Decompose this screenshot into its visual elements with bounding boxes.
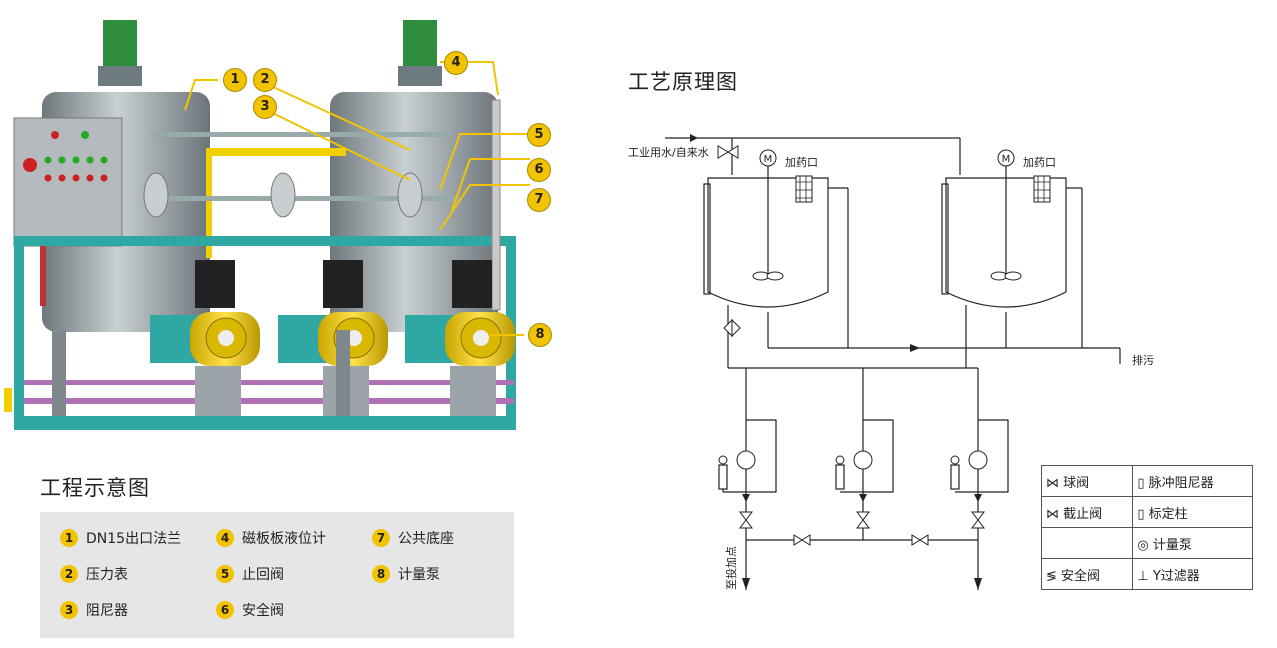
legend-item-1: 1 DN15出口法兰: [60, 528, 181, 548]
legend-label-3: 阻尼器: [86, 603, 128, 619]
callout-6: 6: [527, 158, 551, 182]
symbol-legend-table: ⋈ 球阀 ▯ 脉冲阻尼器 ⋈ 截止阀 ▯ 标定柱 ◎ 计量泵 ≶ 安全阀 ⊥ Y…: [1040, 465, 1253, 590]
pulse-damper-icon: ▯: [1137, 475, 1145, 491]
callout-5: 5: [527, 123, 551, 147]
callout-3: 3: [253, 95, 277, 119]
badge-4: 4: [216, 529, 234, 547]
callout-1: 1: [223, 68, 247, 92]
process-schematic: M M 工业用水/自来水 加药口 加药口 排污 至投加点: [628, 134, 1154, 590]
symbol-label-1: 球阀: [1063, 475, 1090, 491]
ball-valve-icon: ⋈: [1046, 475, 1059, 491]
legend-label-6: 安全阀: [242, 603, 284, 619]
legend-label-1: DN15出口法兰: [86, 531, 182, 547]
callout-4: 4: [444, 51, 468, 75]
symbol-cell-6: ◎ 计量泵: [1132, 527, 1253, 559]
legend-item-5: 5 止回阀: [216, 564, 284, 584]
legend-item-3: 3 阻尼器: [60, 600, 128, 620]
callout-8: 8: [528, 323, 552, 347]
symbol-cell-2: ▯ 脉冲阻尼器: [1132, 465, 1253, 497]
symbol-cell-1: ⋈ 球阀: [1040, 465, 1134, 497]
badge-7: 7: [372, 529, 390, 547]
legend-label-2: 压力表: [86, 567, 128, 583]
left-title: 工程示意图: [40, 476, 150, 500]
callout-7: 7: [527, 188, 551, 212]
safety-valve-icon: ≶: [1046, 568, 1057, 584]
legend-item-6: 6 安全阀: [216, 600, 284, 620]
dosing-port-label-1: 加药口: [785, 156, 818, 169]
water-inlet-label: 工业用水/自来水: [628, 146, 709, 159]
badge-2: 2: [60, 565, 78, 583]
dosing-point-label: 至投加点: [724, 546, 738, 590]
y-strainer-icon: ⊥: [1137, 568, 1149, 584]
calibration-column-icon: ▯: [1137, 506, 1145, 522]
symbol-cell-8: ⊥ Y过滤器: [1132, 558, 1253, 590]
badge-6: 6: [216, 601, 234, 619]
legend-item-8: 8 计量泵: [372, 564, 440, 584]
badge-1: 1: [60, 529, 78, 547]
right-title: 工艺原理图: [628, 70, 738, 94]
legend-label-8: 计量泵: [398, 567, 440, 583]
equipment-illustration: [4, 20, 530, 430]
legend-label-4: 磁板板液位计: [242, 531, 326, 547]
badge-5: 5: [216, 565, 234, 583]
legend-item-4: 4 磁板板液位计: [216, 528, 326, 548]
symbol-cell-3: ⋈ 截止阀: [1040, 496, 1134, 528]
dosing-port-label-2: 加药口: [1023, 156, 1056, 169]
drain-label: 排污: [1132, 353, 1154, 367]
symbol-cell-7: ≶ 安全阀: [1040, 558, 1134, 590]
symbol-label-8: Y过滤器: [1152, 568, 1200, 584]
legend-item-2: 2 压力表: [60, 564, 128, 584]
globe-valve-icon: ⋈: [1046, 506, 1059, 522]
symbol-label-2: 脉冲阻尼器: [1148, 475, 1214, 491]
legend-item-7: 7 公共底座: [372, 528, 454, 548]
symbol-label-3: 截止阀: [1063, 506, 1103, 522]
badge-3: 3: [60, 601, 78, 619]
symbol-label-6: 计量泵: [1152, 537, 1192, 553]
badge-8: 8: [372, 565, 390, 583]
symbol-label-4: 标定柱: [1148, 506, 1188, 522]
motor-label-2: M: [1002, 154, 1011, 165]
metering-pump-icon: ◎: [1137, 537, 1149, 553]
legend-label-7: 公共底座: [398, 531, 454, 547]
legend-label-5: 止回阀: [242, 567, 284, 583]
symbol-label-7: 安全阀: [1061, 568, 1101, 584]
symbol-cell-4: ▯ 标定柱: [1132, 496, 1253, 528]
symbol-cell-5: [1040, 527, 1134, 559]
motor-label-1: M: [764, 154, 773, 165]
callout-2: 2: [253, 68, 277, 92]
